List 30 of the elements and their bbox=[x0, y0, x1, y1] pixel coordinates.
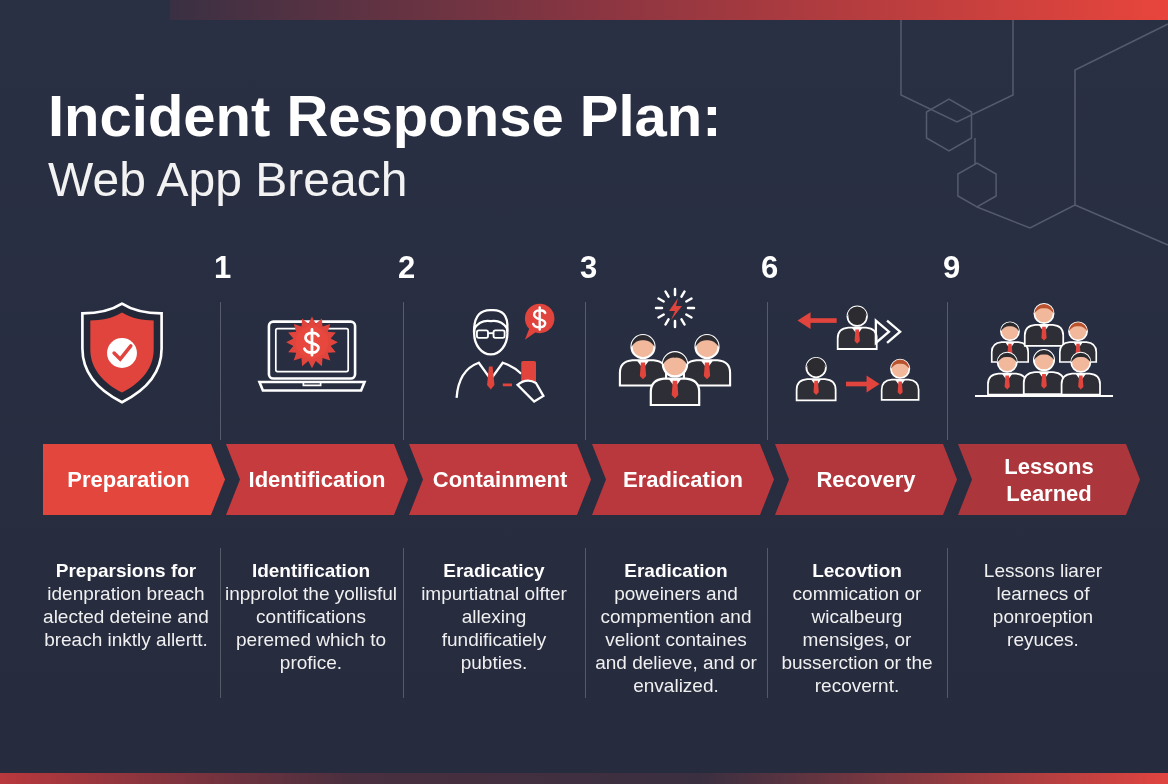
step-number: 6 bbox=[761, 250, 779, 286]
step-label: Eradication bbox=[623, 466, 743, 493]
step-label: Identification bbox=[248, 466, 386, 493]
step-label: Recovery bbox=[816, 466, 916, 493]
process-step bbox=[409, 444, 591, 515]
step-number: 9 bbox=[943, 250, 961, 286]
step-number: 3 bbox=[580, 250, 598, 286]
step-label: Preparation bbox=[67, 466, 190, 493]
process-step bbox=[592, 444, 774, 515]
step-heading: Eradicaticy bbox=[442, 559, 546, 582]
step-heading: Preparsions for bbox=[54, 559, 198, 582]
process-step bbox=[958, 444, 1140, 515]
step-heading: Identification bbox=[250, 559, 372, 582]
step-number: 1 bbox=[214, 250, 232, 286]
subtitle: Web App Breach bbox=[48, 152, 408, 208]
step-description: inpprolot the yollisful contifications peremed which to profice. bbox=[224, 582, 398, 674]
step-description: poweiners and compmention and veliont containes and delieve, and or envalized. bbox=[594, 582, 758, 697]
step-description: Lessons liarer learnecs of ponroeption reyuces. bbox=[982, 559, 1104, 651]
step-number: 2 bbox=[398, 250, 416, 286]
step-label: Containment bbox=[432, 466, 568, 493]
step-description: idenpration breach alected deteine and breach inktly allertt. bbox=[42, 582, 210, 651]
process-step bbox=[226, 444, 408, 515]
step-heading: Eradication bbox=[623, 559, 729, 582]
process-step bbox=[775, 444, 957, 515]
title: Incident Response Plan: bbox=[48, 83, 722, 149]
step-heading: Lecovtion bbox=[811, 559, 903, 582]
step-description: commication or wicalbeurg mensiges, or busserction or the recovernt. bbox=[780, 582, 934, 697]
step-label: Lessons Learned bbox=[1003, 452, 1095, 507]
step-description: impurtiatnal olfter allexing fundificatiely pubties. bbox=[420, 582, 568, 674]
process-step bbox=[43, 444, 225, 515]
